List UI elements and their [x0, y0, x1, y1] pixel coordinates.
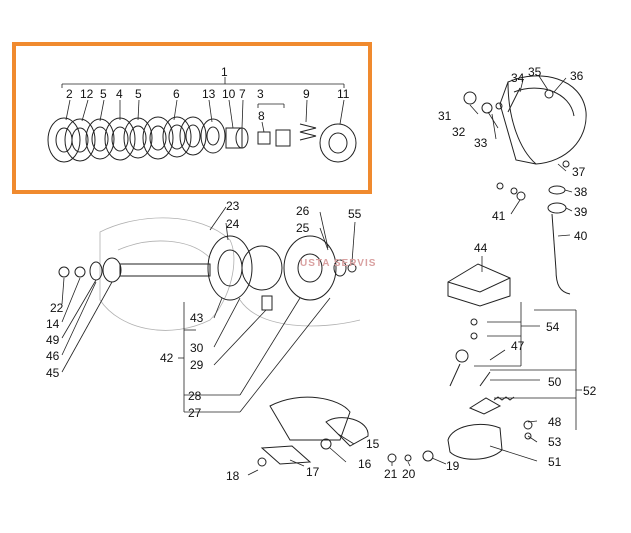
- callout-5: 5: [135, 87, 142, 101]
- callout-55: 55: [348, 207, 362, 221]
- callout-26: 26: [296, 204, 310, 218]
- callout-6: 6: [173, 87, 180, 101]
- callout-1: 1: [221, 65, 228, 79]
- callout-14: 14: [46, 317, 60, 331]
- callout-20: 20: [402, 467, 416, 481]
- callout-12: 12: [80, 87, 94, 101]
- callout-32: 32: [452, 125, 466, 139]
- main-shaft: [58, 235, 357, 311]
- callout-47: 47: [511, 339, 525, 353]
- callout-31: 31: [438, 109, 452, 123]
- engine-case-ghost: [99, 217, 361, 331]
- assembly-brackets: [61, 77, 345, 108]
- callout-50: 50: [548, 375, 562, 389]
- callout-11: 11: [337, 87, 350, 101]
- selector-assembly: [447, 256, 582, 462]
- callout-34: 34: [511, 71, 525, 85]
- callout-52: 52: [583, 384, 597, 398]
- callout-49: 49: [46, 333, 60, 347]
- callout-19: 19: [446, 459, 460, 473]
- callout-27: 27: [188, 406, 202, 420]
- callout-17: 17: [306, 465, 320, 479]
- callout-40: 40: [574, 229, 588, 243]
- callout-8: 8: [258, 109, 265, 123]
- highlight-box: [12, 42, 372, 194]
- watermark: USTA SERVIS: [300, 258, 376, 269]
- callout-9: 9: [303, 87, 310, 101]
- callout-37: 37: [572, 165, 586, 179]
- callout-48: 48: [548, 415, 562, 429]
- clutch-discs: [47, 116, 226, 163]
- callout-7: 7: [239, 87, 246, 101]
- cover-assembly: [463, 75, 587, 295]
- callout-18: 18: [226, 469, 240, 483]
- callout-46: 46: [46, 349, 60, 363]
- callout-4: 4: [116, 87, 123, 101]
- callout-15: 15: [366, 437, 380, 451]
- middle-leaders: [61, 206, 356, 413]
- callout-24: 24: [226, 217, 240, 231]
- callout-30: 30: [190, 341, 204, 355]
- callout-36: 36: [570, 69, 584, 83]
- callout-3: 3: [257, 87, 264, 101]
- callout-labels: 1 2 12 5 4 5 6 13 10 7 3 8 9 11 31 32 33…: [46, 65, 597, 483]
- callout-41: 41: [492, 209, 506, 223]
- callout-29: 29: [190, 358, 204, 372]
- callout-45: 45: [46, 366, 60, 380]
- callout-2: 2: [66, 87, 73, 101]
- clutch-leaders: [65, 99, 345, 133]
- clutch-hub: [225, 123, 357, 163]
- callout-51: 51: [548, 455, 562, 469]
- bottom-parts: [247, 396, 447, 476]
- callout-54: 54: [546, 320, 560, 334]
- callout-42: 42: [160, 351, 174, 365]
- callout-28: 28: [188, 389, 202, 403]
- callout-16: 16: [358, 457, 372, 471]
- callout-21: 21: [384, 467, 398, 481]
- callout-33: 33: [474, 136, 488, 150]
- callout-39: 39: [574, 205, 588, 219]
- callout-5: 5: [100, 87, 107, 101]
- callout-38: 38: [574, 185, 588, 199]
- callout-25: 25: [296, 221, 310, 235]
- callout-35: 35: [528, 65, 542, 79]
- callout-22: 22: [50, 301, 64, 315]
- callout-23: 23: [226, 199, 240, 213]
- callout-13: 13: [202, 87, 216, 101]
- callout-53: 53: [548, 435, 562, 449]
- callout-10: 10: [222, 87, 236, 101]
- callout-43: 43: [190, 311, 204, 325]
- callout-44: 44: [474, 241, 488, 255]
